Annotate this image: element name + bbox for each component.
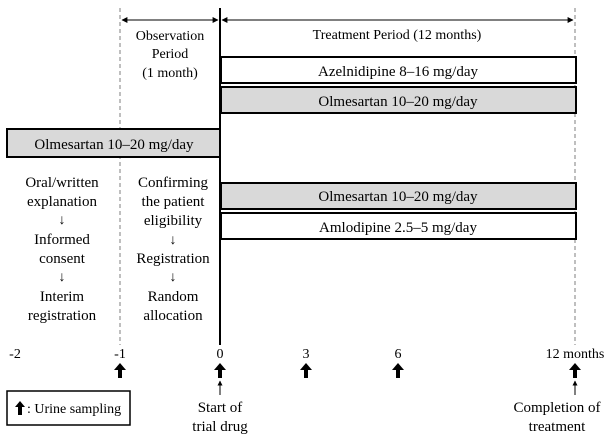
olmesartan-arm2-bar: [220, 182, 577, 210]
urine-sampling-icon: [15, 401, 25, 415]
trial-drug-label: trial drug: [192, 419, 248, 435]
obs-step-eligibility: eligibility: [144, 213, 203, 229]
azelnidipine-bar: [220, 56, 577, 84]
urine-arrow-minus-1: [114, 363, 126, 378]
obs-step-arrow-2: ↓: [170, 270, 177, 285]
pre-step-arrow-1: ↓: [59, 213, 66, 228]
treatment-label: treatment: [529, 419, 586, 435]
tick-label-12-months: 12 months: [546, 347, 605, 362]
pre-step-oral-written: Oral/written: [25, 175, 99, 191]
olmesartan-arm1-label: Olmesartan 10–20 mg/day: [318, 94, 478, 110]
urine-arrow-12: [569, 363, 581, 378]
olmesartan-pre-bar: [6, 128, 221, 158]
olmesartan-pre-label: Olmesartan 10–20 mg/day: [34, 137, 194, 153]
obs-step-random: Random: [148, 289, 199, 305]
pre-step-arrow-2: ↓: [59, 270, 66, 285]
amlodipine-label: Amlodipine 2.5–5 mg/day: [319, 220, 477, 236]
start-of-label: Start of: [198, 400, 243, 416]
obs-step-the-patient: the patient: [142, 194, 206, 210]
legend-box: [6, 390, 131, 426]
obs-step-registration: Registration: [136, 251, 210, 267]
pre-step-informed: Informed: [34, 232, 90, 248]
obs-step-confirming: Confirming: [138, 175, 208, 191]
pre-step-consent: consent: [39, 251, 86, 267]
urine-arrow-3: [300, 363, 312, 378]
amlodipine-bar: [220, 212, 577, 240]
urine-arrow-0: [214, 363, 226, 378]
urine-arrow-6: [392, 363, 404, 378]
olmesartan-arm1-bar: [220, 86, 577, 114]
azelnidipine-label: Azelnidipine 8–16 mg/day: [318, 64, 478, 80]
observation-period-label-3: (1 month): [142, 66, 198, 81]
observation-period-label-2: Period: [152, 47, 189, 62]
tick-label-3: 3: [303, 347, 310, 362]
observation-period-label-1: Observation: [136, 29, 204, 44]
tick-label-minus-2: -2: [9, 347, 21, 362]
pre-step-registration: registration: [28, 308, 97, 324]
pre-step-explanation: explanation: [27, 194, 97, 210]
obs-step-arrow-1: ↓: [170, 233, 177, 248]
olmesartan-arm2-label: Olmesartan 10–20 mg/day: [318, 189, 478, 205]
completion-of-label: Completion of: [513, 400, 600, 416]
treatment-period-label: Treatment Period (12 months): [313, 28, 482, 43]
pre-step-interim: Interim: [40, 289, 84, 305]
obs-step-allocation: allocation: [143, 308, 203, 324]
legend-label: : Urine sampling: [27, 402, 121, 417]
urine-sampling-arrows: [114, 363, 581, 378]
tick-label-6: 6: [395, 347, 402, 362]
tick-label-minus-1: -1: [114, 347, 126, 362]
tick-label-0: 0: [217, 347, 224, 362]
